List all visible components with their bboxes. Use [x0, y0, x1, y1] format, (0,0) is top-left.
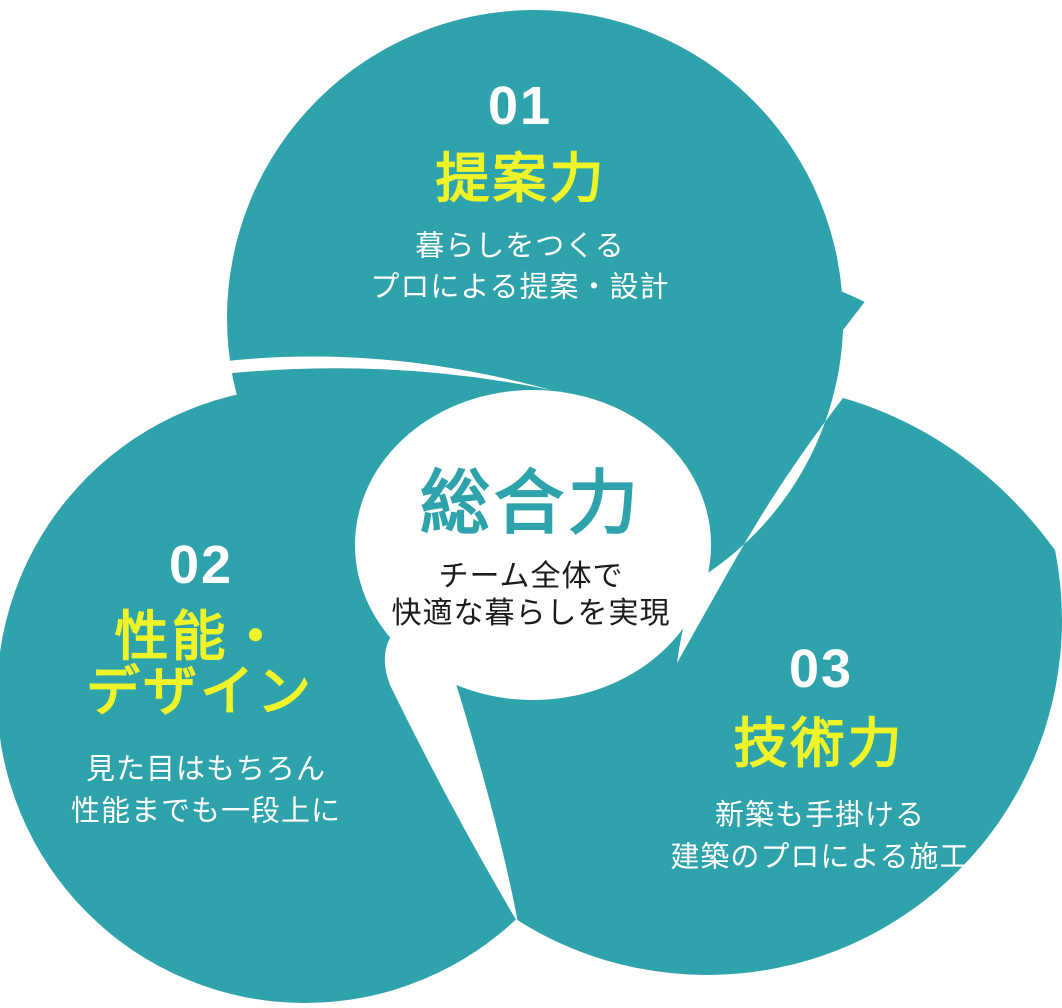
item-02-title-line1: 性能・ — [114, 607, 286, 667]
item-01-number: 01 — [487, 76, 553, 136]
item-01-desc-line2: プロによる提案・設計 — [370, 271, 670, 304]
center-title: 総合力 — [420, 464, 642, 542]
center-circle — [355, 390, 711, 700]
item-02-desc-line2: 性能までも一段上に — [70, 795, 342, 828]
item-01-desc-line1: 暮らしをつくる — [415, 230, 625, 263]
gap-top-left-swoosh — [214, 356, 551, 390]
item-01-title: 提案力 — [435, 149, 607, 209]
gap-top-right-swoosh — [677, 295, 1062, 663]
item-03-desc-line2: 建築のプロによる施工 — [670, 841, 970, 874]
item-02-desc-line1: 見た目はもちろん — [85, 753, 327, 786]
item-02-title-line2: デザイン — [86, 662, 314, 722]
item-03-title: 技術力 — [733, 714, 905, 774]
item-03-desc-line1: 新築も手掛ける — [714, 799, 926, 832]
center-desc-line1: チーム全体で — [438, 560, 624, 593]
item-02-number: 02 — [168, 535, 234, 595]
center-desc-line2: 快適な暮らしを実現 — [391, 597, 671, 630]
gap-bottom-swoosh — [384, 610, 518, 923]
item-03-number: 03 — [788, 639, 854, 699]
